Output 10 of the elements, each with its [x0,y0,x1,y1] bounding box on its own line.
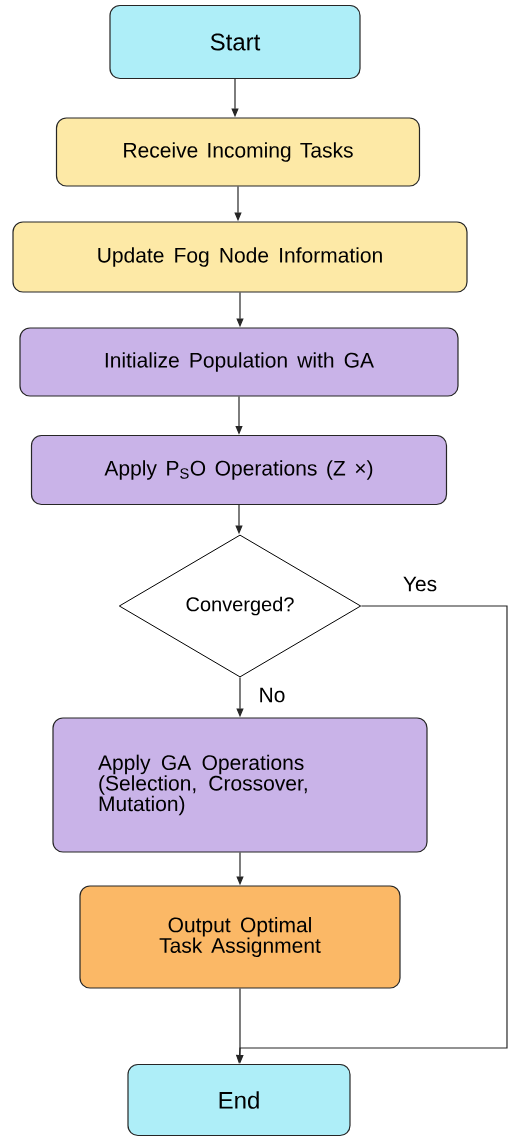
terminal-box: Start [109,4,361,80]
process-box: Apply GA Operations (Selection, Crossover, Mutation) [52,717,428,853]
process-box: Update Fog Node Information [12,221,468,293]
process-box: Receive Incoming Tasks [55,117,421,187]
edge-label: Yes [401,575,439,593]
process-box: Output Optimal Task Assignment [79,885,401,989]
process-box: Initialize Population with GA [19,327,459,397]
edge-label: No [257,686,287,704]
terminal-box: End [127,1063,351,1137]
process-box: Apply P$_{S}$O Operations (Z ×) [30,434,448,506]
